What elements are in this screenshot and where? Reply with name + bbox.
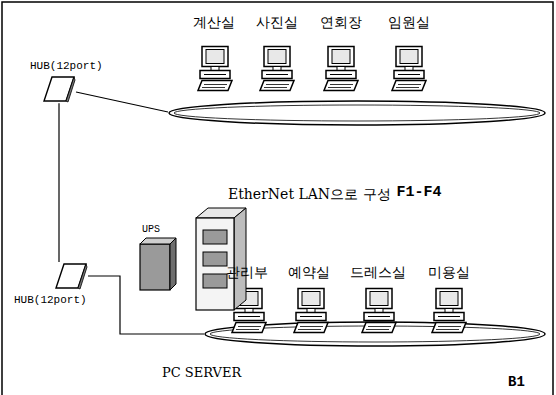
floor-label: B1 (508, 374, 525, 390)
room-label: 관리부 (226, 264, 268, 280)
hub-label: HUB(12port) (30, 60, 103, 73)
lan-bus (169, 101, 545, 346)
hub-device: HUB(12port) (14, 262, 88, 307)
room-label: 계산실 (193, 14, 235, 30)
hub-wire (76, 92, 204, 334)
room-label: 임원실 (388, 14, 430, 30)
hub-device: HUB(12port) (30, 60, 103, 103)
floor-range: F1-F4 (397, 184, 442, 201)
hub-link (58, 103, 59, 262)
ups-unit (140, 238, 176, 290)
server-label: PC SERVER (162, 366, 241, 381)
pc-icon (198, 47, 466, 333)
hub-icon (54, 262, 88, 290)
room-label: 사진실 (256, 14, 298, 30)
ups-label: UPS (142, 224, 160, 236)
server-tower (196, 208, 246, 310)
hub-icon (42, 75, 76, 103)
network-note: EtherNet LAN으로 구성 (228, 186, 391, 202)
room-label: 드레스실 (350, 264, 406, 280)
room-label: 연회장 (320, 14, 362, 30)
room-label: 미용실 (428, 264, 470, 280)
room-label: 예약실 (288, 264, 330, 280)
hub-label: HUB(12port) (14, 294, 88, 307)
